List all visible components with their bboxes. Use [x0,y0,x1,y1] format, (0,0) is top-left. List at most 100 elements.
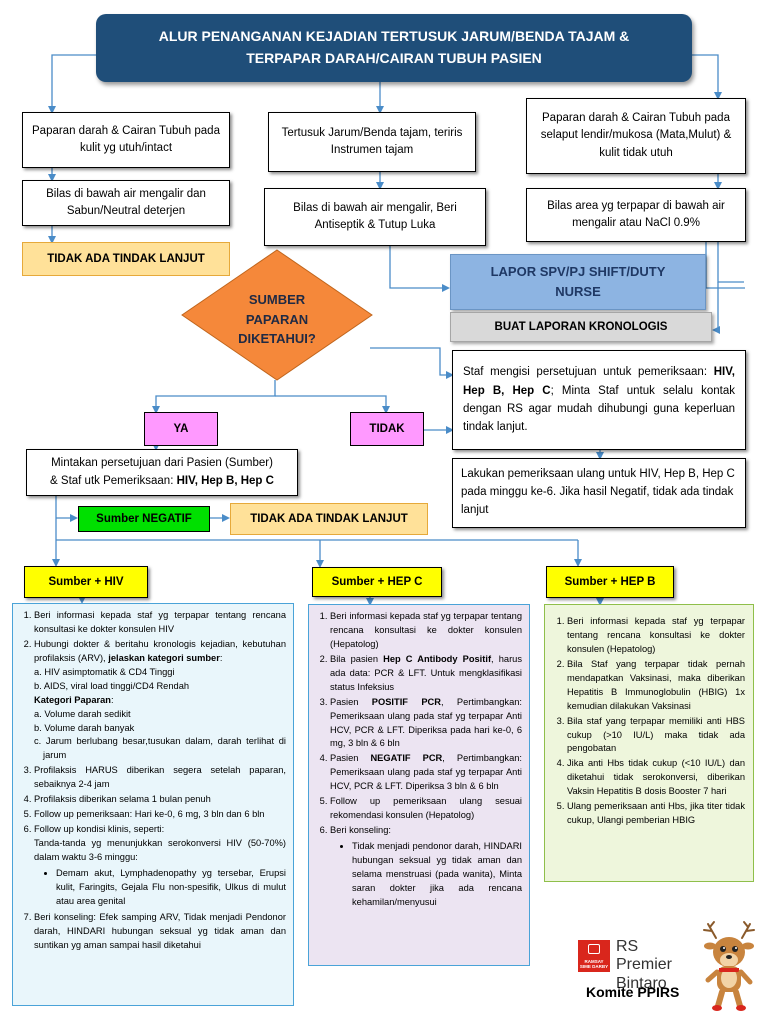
hiv-panel: Beri informasi kepada staf yg terpapar t… [12,603,294,1006]
hepc-item-6-text: Beri konseling: [330,825,391,836]
report-supervisor-line2: NURSE [555,284,601,299]
hepc-item-6b: Tidak menjadi pendonor darah, HINDARI hu… [352,840,522,910]
hiv-header: Sumber + HIV [24,566,148,598]
hiv-exposure-category-colon: : [110,694,114,705]
hepc-item-2a: Bila pasien [330,653,384,664]
hiv-source-a: a. HIV asimptomatik & CD4 Tinggi [34,666,175,677]
no-followup-box-1: TIDAK ADA TINDAK LANJUT [22,242,230,276]
staff-consent-part1: Staf mengisi persetujuan untuk pemeriksa… [463,366,714,379]
hepc-item-4: Pasien NEGATIF PCR, Pertimbangkan: Pemer… [330,752,522,794]
skin-intact-text: Paparan darah & Cairan Tubuh pada kulit … [32,124,220,154]
report-supervisor-box: LAPOR SPV/PJ SHIFT/DUTY NURSE [450,254,706,310]
hepb-item-5: Ulang pemeriksaan anti Hbs, jika titer t… [567,800,745,828]
hiv-item-6-text: Follow up kondisi klinis, seperti: [34,824,165,835]
wash-nacl-text: Bilas area yg terpapar di bawah air meng… [547,199,725,229]
diamond-line2: PAPARAN [245,311,309,327]
flow-title-line1: ALUR PENANGANAN KEJADIAN TERTUSUK JARUM/… [158,28,630,45]
deer-mascot-icon [703,921,755,1011]
hepc-header: Sumber + HEP C [312,567,442,597]
hepb-item-3: Bila staf yang terpapar memiliki anti HB… [567,715,745,757]
no-text: TIDAK [369,423,405,435]
needlestick-text: Tertusuk Jarum/Benda tajam, teriris Inst… [281,126,463,156]
hospital-name-line2: Bintaro [616,974,667,992]
request-consent-box: Mintakan persetujuan dari Pasien (Sumber… [26,449,298,496]
hiv-item-2b: jelaskan kategori sumber [108,652,220,663]
hospital-name-line1: RS Premier [616,938,673,974]
committee-text: Komite PPIRS [586,984,680,1000]
badge-shield-icon [588,944,600,954]
chronology-report-box: BUAT LAPORAN KRONOLOGIS [450,312,712,342]
badge-text-1: RAMSAY [584,959,604,964]
yes-text: YA [173,423,189,435]
hepc-item-3b: POSITIF PCR [371,696,441,707]
hepc-item-1: Beri informasi kepada staf yg terpapar t… [330,610,522,652]
hospital-logo: RAMSAY SIME DARBY RS Premier Bintaro [578,938,698,992]
hepc-item-2b: Hep C Antibody Positif [383,653,492,664]
staff-consent-part3: ; Minta Staf untuk selalu kontak dengan … [463,384,736,434]
hiv-item-1: Beri informasi kepada staf yg terpapar t… [34,609,286,637]
hepc-item-2c: , harus ada data: PCR & LFT. Untuk mengk… [330,653,522,692]
hiv-item-2c: : [219,652,223,663]
committee-label: Komite PPIRS [586,984,679,1000]
hepc-item-5: Follow up pemeriksaan ulang sesuai rekom… [330,795,522,823]
hepc-item-3a: Pasien [330,696,372,707]
hiv-item-4: Profilaksis diberikan selama 1 bulan pen… [34,793,286,807]
wash-antiseptic-box: Bilas di bawah air mengalir, Beri Antise… [264,188,486,246]
hepb-item-1: Beri informasi kepada staf yg terpapar t… [567,615,745,657]
ramsay-badge-icon: RAMSAY SIME DARBY [578,940,610,972]
yes-box: YA [144,412,218,446]
wash-nacl-box: Bilas area yg terpapar di bawah air meng… [526,188,746,242]
hepc-header-text: Sumber + HEP C [331,576,423,588]
hepb-panel: Beri informasi kepada staf yg terpapar t… [544,604,754,882]
hiv-item-2: Hubungi dokter & beritahu kronologis kej… [34,638,286,763]
hepc-item-4b: NEGATIF PCR [370,753,443,764]
diamond-line3: DIKETAHUI? [238,331,316,346]
hiv-item-6b: Tanda-tanda yg menunjukkan serokonversi … [34,838,286,862]
request-consent-line2a: & Staf utk Pemeriksaan: [50,474,177,487]
flow-title-line2: TERPAPAR DARAH/CAIRAN TUBUH PASIEN [246,50,542,66]
no-followup-text-2: TIDAK ADA TINDAK LANJUT [250,513,408,525]
retest-box: Lakukan pemeriksaan ulang untuk HIV, Hep… [452,458,746,528]
hepc-item-4c: , Pertimbangkan: Pemeriksaan ulang pada … [330,753,522,792]
hepb-header: Sumber + HEP B [546,566,674,598]
report-supervisor-line1: LAPOR SPV/PJ SHIFT/DUTY [490,263,666,279]
hospital-name: RS Premier Bintaro [616,938,698,993]
staff-consent-part2: HIV, Hep B, Hep C [463,366,735,397]
hiv-header-text: Sumber + HIV [48,576,124,588]
mucosa-exposure-text: Paparan darah & Cairan Tubuh pada selapu… [540,112,732,159]
hepb-item-2: Bila Staf yang terpapar tidak pernah men… [567,658,745,714]
hiv-source-b: b. AIDS, viral load tinggi/CD4 Rendah [34,680,190,691]
hepc-panel: Beri informasi kepada staf yg terpapar t… [308,604,530,966]
hiv-exposure-category-label: Kategori Paparan [34,694,111,705]
retest-text: Lakukan pemeriksaan ulang untuk HIV, Hep… [461,468,735,516]
hiv-item-3: Profilaksis HARUS diberikan segera setel… [34,764,286,792]
badge-text-2: SIME DARBY [579,964,609,969]
no-followup-box-2: TIDAK ADA TINDAK LANJUT [230,503,428,535]
hepc-item-4a: Pasien [330,753,371,764]
request-consent-line2: & Staf utk Pemeriksaan: HIV, Hep B, Hep … [50,473,274,490]
staff-consent-text: Staf mengisi persetujuan untuk pemeriksa… [463,363,735,437]
flow-title: ALUR PENANGANAN KEJADIAN TERTUSUK JARUM/… [96,14,692,82]
hepc-item-2: Bila pasien Hep C Antibody Positif, haru… [330,653,522,695]
wash-soap-box: Bilas di bawah air mengalir dan Sabun/Ne… [22,180,230,226]
hiv-item-7: Beri konseling: Efek samping ARV, Tidak … [34,911,286,953]
hiv-exposure-category: Kategori Paparan: [34,694,286,708]
hiv-exposure-a: a. Volume darah sedikit [34,708,131,719]
skin-intact-box: Paparan darah & Cairan Tubuh pada kulit … [22,112,230,168]
hepb-item-4: Jika anti Hbs tidak cukup (<10 IU/L) dan… [567,757,745,799]
hiv-item-2a: Hubungi dokter & beritahu kronologis kej… [34,638,286,663]
source-known-diamond [181,249,373,381]
hiv-item-5: Follow up pemeriksaan: Hari ke-0, 6 mg, … [34,808,286,822]
hiv-item-6c: Demam akut, Lymphadenopathy yg tersebar,… [56,867,286,909]
source-known-label: SUMBER PAPARAN DIKETAHUI? [205,290,349,349]
hepc-item-3c: , Pertimbangkan: Pemeriksaan ulang pada … [330,696,523,749]
no-box: TIDAK [350,412,424,446]
diamond-line1: SUMBER [248,292,306,307]
hiv-item-6: Follow up kondisi klinis, seperti: Tanda… [34,823,286,909]
staff-consent-box: Staf mengisi persetujuan untuk pemeriksa… [452,350,746,450]
request-consent-line1: Mintakan persetujuan dari Pasien (Sumber… [51,457,273,470]
hiv-exposure-c: c. Jarum berlubang besar,tusukan dalam, … [34,736,286,761]
hepb-header-text: Sumber + HEP B [564,576,656,588]
source-negative-box: Sumber NEGATIF [78,506,210,532]
